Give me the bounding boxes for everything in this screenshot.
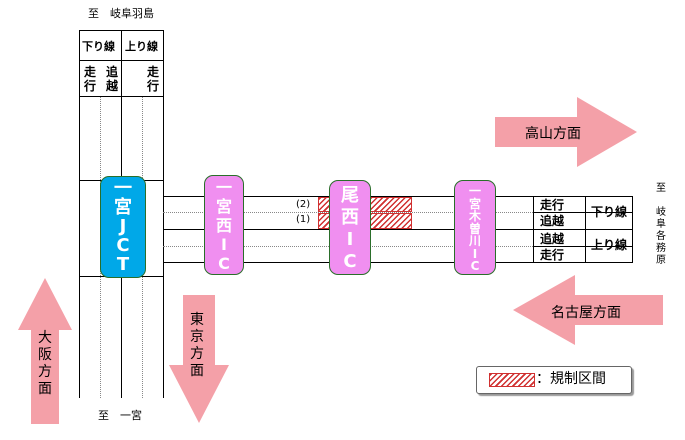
direction-osaka: 大 阪 方 面 xyxy=(38,330,52,397)
col-oikoshi: 追 越 xyxy=(105,65,118,93)
right-table-mid-border xyxy=(585,196,586,263)
direction-tokyo: 東 京 方 面 xyxy=(190,312,204,379)
ichinomiya-jct[interactable]: 一 宮 J C T xyxy=(100,176,146,278)
lane-mark-2: (2) xyxy=(296,199,311,210)
arrow-nagoya xyxy=(513,275,663,345)
ichinomiya-kisogawa-ic[interactable]: 一 宮 木 曽 川 I C xyxy=(454,180,496,275)
right-table-right-border xyxy=(632,196,633,263)
vroad-top-border xyxy=(79,30,164,31)
vroad-header-border xyxy=(79,60,164,61)
right-lane-4: 走行 xyxy=(540,248,565,262)
arrow-osaka xyxy=(18,278,72,424)
bottom-destination-label: 至 一宮 xyxy=(98,409,142,422)
ichinomiya-kisogawa-ic-label: 一 宮 木 曽 川 I C xyxy=(468,184,481,273)
arrow-nagoya-shape xyxy=(513,275,663,345)
ichinomiya-nishi-ic[interactable]: 一 宮 西 I C xyxy=(204,175,244,275)
ichinomiya-nishi-ic-label: 一 宮 西 I C xyxy=(215,178,232,273)
header-up-line: 上り線 xyxy=(125,40,158,53)
arrow-tokyo-shape xyxy=(169,295,229,423)
direction-takayama: 高山方面 xyxy=(525,126,581,142)
direction-nagoya: 名古屋方面 xyxy=(551,305,621,321)
col-soukou-2: 走 行 xyxy=(146,65,159,93)
hroad-lane-2-solid xyxy=(533,246,633,247)
right-down-line: 下り線 xyxy=(591,205,628,219)
header-down-line: 下り線 xyxy=(82,40,115,53)
right-up-line: 上り線 xyxy=(591,238,628,252)
bisai-ic[interactable]: 尾 西 I C xyxy=(329,180,371,275)
top-destination-label: 至 岐阜羽島 xyxy=(88,7,154,20)
ichinomiya-jct-label: 一 宮 J C T xyxy=(114,178,132,275)
legend-swatch xyxy=(489,373,535,387)
right-destination-label: 至 岐 阜 各 務 原 xyxy=(656,183,666,266)
arrow-osaka-shape xyxy=(18,278,72,424)
vroad-subheader-border xyxy=(79,96,164,97)
hroad-bottom-edge xyxy=(163,262,633,263)
bisai-ic-label: 尾 西 I C xyxy=(341,185,359,272)
legend-label: ：規制区間 xyxy=(536,371,606,387)
right-lane-1: 走行 xyxy=(540,198,565,212)
col-soukou-1: 走 行 xyxy=(83,65,96,93)
arrow-takayama xyxy=(495,97,637,167)
vroad-right-edge xyxy=(163,30,164,398)
lane-mark-1: (1) xyxy=(296,214,311,225)
right-lane-2: 追越 xyxy=(540,214,565,228)
arrow-takayama-shape xyxy=(495,97,637,167)
hroad-lane-1-solid xyxy=(533,212,633,213)
arrow-tokyo xyxy=(169,295,229,423)
right-table-left-border xyxy=(533,196,534,263)
hroad-center-line xyxy=(163,229,633,230)
right-lane-3: 追越 xyxy=(540,232,565,246)
hroad-top-edge xyxy=(163,196,633,197)
vroad-left-edge xyxy=(79,30,80,398)
